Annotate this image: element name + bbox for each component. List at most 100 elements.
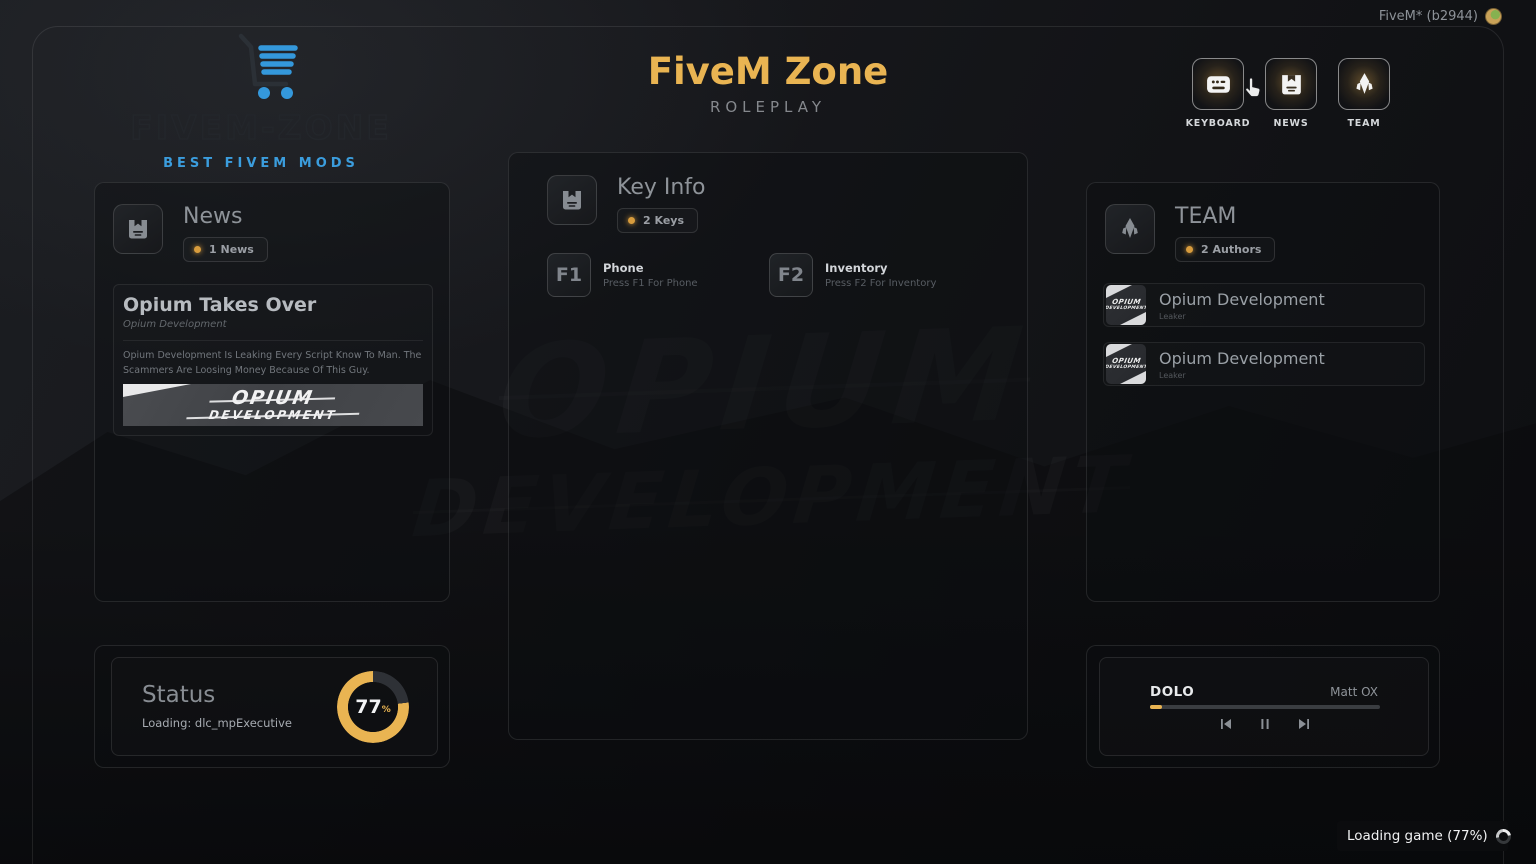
- user-avatar[interactable]: [1485, 8, 1502, 25]
- team-panel: TEAM 2 Authors OPIUM DEVELOPMENT Opium D…: [1086, 182, 1440, 602]
- next-track-button[interactable]: [1296, 716, 1312, 732]
- player-progress-fill: [1150, 705, 1162, 709]
- version-bar: FiveM* (b2944): [1379, 8, 1502, 25]
- article-divider: [123, 340, 423, 341]
- status-progress-ring: [337, 671, 409, 743]
- music-player-panel: DOLO Matt OX: [1086, 645, 1440, 768]
- article-title: Opium Takes Over: [123, 294, 317, 316]
- news-box-icon: [563, 191, 581, 210]
- member-name: Opium Development: [1159, 289, 1325, 309]
- status-card: Status Loading: dlc_mpExecutive 77 %: [111, 657, 438, 756]
- member-text: Opium Development Leaker: [1159, 290, 1325, 321]
- track-title: DOLO: [1150, 684, 1195, 700]
- track-artist: Matt OX: [1330, 685, 1378, 699]
- keyboard-button[interactable]: [1192, 58, 1244, 110]
- key-info-header: Key Info 2 Keys: [547, 175, 706, 233]
- keybind-row-inventory: F2 Inventory Press F2 For Inventory: [769, 253, 936, 297]
- nav-label-news: NEWS: [1273, 118, 1309, 129]
- avatar-line1: OPIUM: [1110, 297, 1142, 306]
- keybind-name: Phone: [603, 261, 644, 275]
- site-logo: FIVEM-ZONE BEST FIVEM MODS: [118, 32, 404, 171]
- badge-dot-icon: [194, 246, 201, 253]
- shopping-cart-icon: [238, 33, 298, 99]
- keybind-text: Inventory Press F2 For Inventory: [825, 261, 936, 289]
- article-author: Opium Development: [123, 319, 227, 330]
- news-panel-header: News 1 News: [113, 204, 268, 262]
- news-panel-icon-box: [113, 204, 163, 254]
- news-count-text: 1 News: [209, 243, 254, 256]
- news-panel: News 1 News Opium Takes Over Opium Devel…: [94, 182, 450, 602]
- member-avatar: OPIUM DEVELOPMENT: [1106, 285, 1146, 325]
- nav-label-team: TEAM: [1347, 118, 1381, 129]
- member-avatar: OPIUM DEVELOPMENT: [1106, 344, 1146, 384]
- status-progress-value-wrap: 77 %: [337, 671, 409, 743]
- member-role: Leaker: [1159, 370, 1186, 380]
- news-box-icon: [1281, 74, 1301, 94]
- banner-line1: OPIUM: [230, 387, 316, 409]
- keybind-description: Press F1 For Phone: [603, 278, 698, 289]
- nav-item-team: TEAM: [1338, 58, 1390, 129]
- keybind-name: Inventory: [825, 261, 888, 275]
- badge-dot-icon: [1186, 246, 1193, 253]
- banner-line2: DEVELOPMENT: [207, 408, 339, 422]
- news-article-card[interactable]: Opium Takes Over Opium Development Opium…: [113, 284, 433, 436]
- team-panel-icon-box: [1105, 204, 1155, 254]
- news-button[interactable]: [1265, 58, 1317, 110]
- news-count-badge: 1 News: [183, 237, 268, 262]
- authors-count-text: 2 Authors: [1201, 243, 1262, 256]
- avatar-line2: DEVELOPMENT: [1106, 364, 1146, 370]
- team-title: TEAM: [1175, 204, 1237, 229]
- status-title: Status: [142, 682, 216, 708]
- nav-item-keyboard: KEYBOARD: [1186, 58, 1250, 129]
- team-crystal-icon: [1122, 218, 1138, 238]
- key-count-badge: 2 Keys: [617, 208, 698, 233]
- logo-title: FIVEM-ZONE: [129, 107, 392, 148]
- member-role: Leaker: [1159, 311, 1186, 321]
- badge-dot-icon: [628, 217, 635, 224]
- previous-track-button[interactable]: [1218, 716, 1234, 732]
- status-panel: Status Loading: dlc_mpExecutive 77 %: [94, 645, 450, 768]
- track-progress-bar[interactable]: [1150, 705, 1380, 709]
- nav-item-news: NEWS: [1265, 58, 1317, 129]
- opium-banner-image: OPIUM DEVELOPMENT: [123, 384, 423, 426]
- key-info-title: Key Info: [617, 175, 706, 200]
- avatar-line2: DEVELOPMENT: [1106, 305, 1146, 311]
- news-title: News: [183, 204, 243, 229]
- team-member-row[interactable]: OPIUM DEVELOPMENT Opium Development Leak…: [1103, 283, 1425, 327]
- pause-button[interactable]: [1258, 716, 1272, 732]
- news-head-text: News 1 News: [183, 204, 268, 262]
- main-frame-border: [32, 26, 1504, 864]
- team-crystal-icon: [1355, 72, 1373, 94]
- loading-toast: Loading game (77%): [1337, 821, 1514, 851]
- team-button[interactable]: [1338, 58, 1390, 110]
- previous-track-icon: [1221, 719, 1231, 729]
- next-track-icon: [1299, 719, 1309, 729]
- player-controls: [1150, 716, 1380, 732]
- top-nav: KEYBOARD NEWS TEAM: [1186, 58, 1390, 129]
- status-loading-text: Loading: dlc_mpExecutive: [142, 716, 292, 730]
- avatar-line1: OPIUM: [1110, 356, 1142, 365]
- keybind-description: Press F2 For Inventory: [825, 278, 937, 289]
- article-body: Opium Development Is Leaking Every Scrip…: [123, 350, 422, 376]
- logo-subtitle: BEST FIVEM MODS: [163, 156, 359, 171]
- member-name: Opium Development: [1159, 348, 1325, 368]
- news-box-icon: [129, 220, 147, 239]
- team-head-text: TEAM 2 Authors: [1175, 204, 1276, 262]
- team-panel-header: TEAM 2 Authors: [1105, 204, 1276, 262]
- f2-keycap: F2: [769, 253, 813, 297]
- authors-count-badge: 2 Authors: [1175, 237, 1276, 262]
- music-player-card: DOLO Matt OX: [1099, 657, 1429, 756]
- team-member-row[interactable]: OPIUM DEVELOPMENT Opium Development Leak…: [1103, 342, 1425, 386]
- key-info-icon-box: [547, 175, 597, 225]
- keybind-row-phone: F1 Phone Press F1 For Phone: [547, 253, 698, 297]
- loading-toast-label: Loading game (77%): [1347, 828, 1488, 844]
- key-count-text: 2 Keys: [643, 214, 684, 227]
- status-progress-unit: %: [381, 705, 391, 715]
- pause-icon: [1261, 719, 1269, 729]
- status-progress-value: 77: [355, 696, 382, 718]
- key-info-panel: Key Info 2 Keys F1 Phone Press F1 For Ph…: [508, 152, 1028, 740]
- fivem-version-label: FiveM* (b2944): [1378, 9, 1478, 24]
- f1-keycap: F1: [547, 253, 591, 297]
- keyboard-icon: [1206, 75, 1230, 93]
